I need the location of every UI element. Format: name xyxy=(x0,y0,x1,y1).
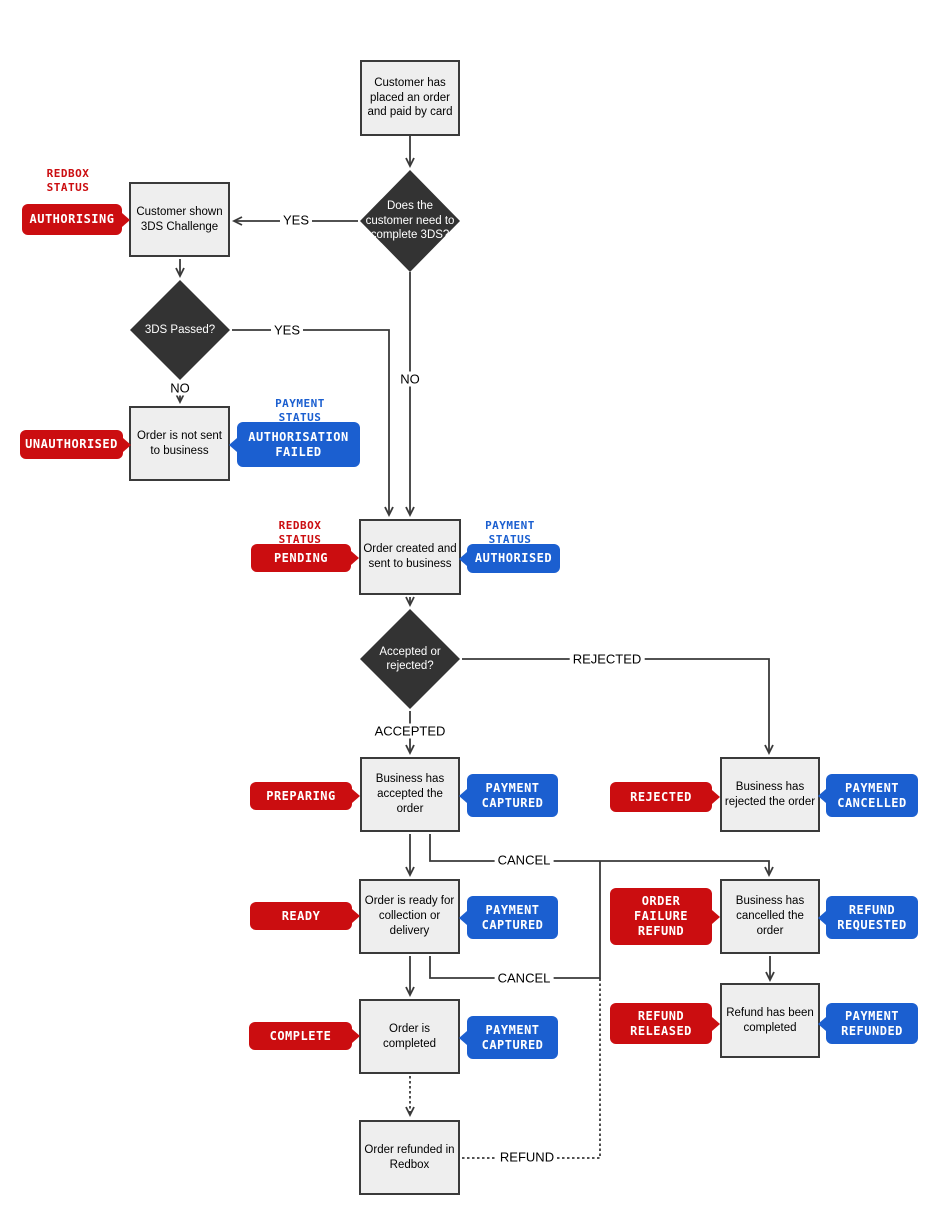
decision-3ds-passed: 3DS Passed? xyxy=(130,280,230,380)
badge-complete: COMPLETE xyxy=(249,1022,360,1050)
node-ready-label: Order is ready for collection or deliver… xyxy=(364,895,455,937)
node-order-created: Order created and sent to business xyxy=(359,519,461,595)
badge-payment-captured-3: PAYMENT CAPTURED xyxy=(459,1016,558,1059)
badge-unauthorised: UNAUTHORISED xyxy=(20,430,131,459)
node-rejected: Business has rejected the order xyxy=(720,757,820,832)
edge-label-yes-1: YES xyxy=(279,212,313,228)
node-refunded-redbox-label: Order refunded in Redbox xyxy=(364,1143,455,1171)
edge-label-refund: REFUND xyxy=(496,1149,558,1165)
badge-refund-requested: REFUND REQUESTED xyxy=(818,896,918,939)
edge-label-accepted: ACCEPTED xyxy=(371,723,449,739)
edge-label-yes-2: YES xyxy=(270,322,304,338)
badge-payment-captured-1: PAYMENT CAPTURED xyxy=(459,774,558,817)
node-completed: Order is completed xyxy=(359,999,460,1074)
edge-label-no-1: NO xyxy=(167,380,193,396)
node-not-sent-label: Order is not sent to business xyxy=(136,429,222,457)
node-customer-paid-label: Customer has placed an order and paid by… xyxy=(367,76,453,119)
header-redbox-status-1: REDBOX STATUS xyxy=(46,167,90,195)
badge-preparing: PREPARING xyxy=(250,782,360,810)
badge-payment-captured-2: PAYMENT CAPTURED xyxy=(459,896,558,939)
node-refunded-redbox: Order refunded in Redbox xyxy=(359,1120,460,1195)
edge-label-cancel-1: CANCEL xyxy=(494,852,554,868)
edge-label-no-2: NO xyxy=(397,371,423,387)
badge-ready: READY xyxy=(250,902,360,930)
header-payment-status-2: PAYMENT STATUS xyxy=(485,519,535,547)
badge-payment-refunded: PAYMENT REFUNDED xyxy=(818,1003,918,1044)
node-ready: Order is ready for collection or deliver… xyxy=(359,879,460,954)
badge-pending: PENDING xyxy=(251,544,359,572)
decision-needs-3ds: Does the customer need to complete 3DS? xyxy=(360,170,460,272)
badge-authorising: AUTHORISING xyxy=(22,204,130,235)
badge-refund-released: REFUND RELEASED xyxy=(610,1003,720,1044)
node-refund-completed-label: Refund has been completed xyxy=(726,1006,814,1034)
decision-accepted-rejected-label: Accepted or rejected? xyxy=(379,645,441,672)
badge-authorised: AUTHORISED xyxy=(459,544,560,573)
node-customer-paid: Customer has placed an order and paid by… xyxy=(360,60,460,136)
header-payment-status-1: PAYMENT STATUS xyxy=(275,397,325,425)
decision-needs-3ds-label: Does the customer need to complete 3DS? xyxy=(365,200,455,242)
node-refund-completed: Refund has been completed xyxy=(720,983,820,1058)
node-accepted: Business has accepted the order xyxy=(360,757,460,832)
node-completed-label: Order is completed xyxy=(382,1022,437,1050)
node-order-created-label: Order created and sent to business xyxy=(363,543,457,570)
node-shown-3ds: Customer shown 3DS Challenge xyxy=(129,182,230,257)
node-cancelled: Business has cancelled the order xyxy=(720,879,820,954)
node-shown-3ds-label: Customer shown 3DS Challenge xyxy=(136,205,223,233)
decision-accepted-rejected: Accepted or rejected? xyxy=(360,609,460,709)
edge-label-rejected: REJECTED xyxy=(569,651,645,667)
decision-3ds-passed-label: 3DS Passed? xyxy=(144,323,216,336)
node-cancelled-label: Business has cancelled the order xyxy=(735,895,805,937)
header-redbox-status-2: REDBOX STATUS xyxy=(278,519,322,547)
node-accepted-label: Business has accepted the order xyxy=(375,773,445,815)
badge-rejected: REJECTED xyxy=(610,782,720,812)
badge-authorisation-failed: AUTHORISATION FAILED xyxy=(229,422,360,467)
node-not-sent: Order is not sent to business xyxy=(129,406,230,481)
node-rejected-label: Business has rejected the order xyxy=(724,780,816,808)
badge-order-failure-refund: ORDER FAILURE REFUND xyxy=(610,888,720,945)
edge-label-cancel-2: CANCEL xyxy=(494,970,554,986)
badge-payment-cancelled: PAYMENT CANCELLED xyxy=(818,774,918,817)
